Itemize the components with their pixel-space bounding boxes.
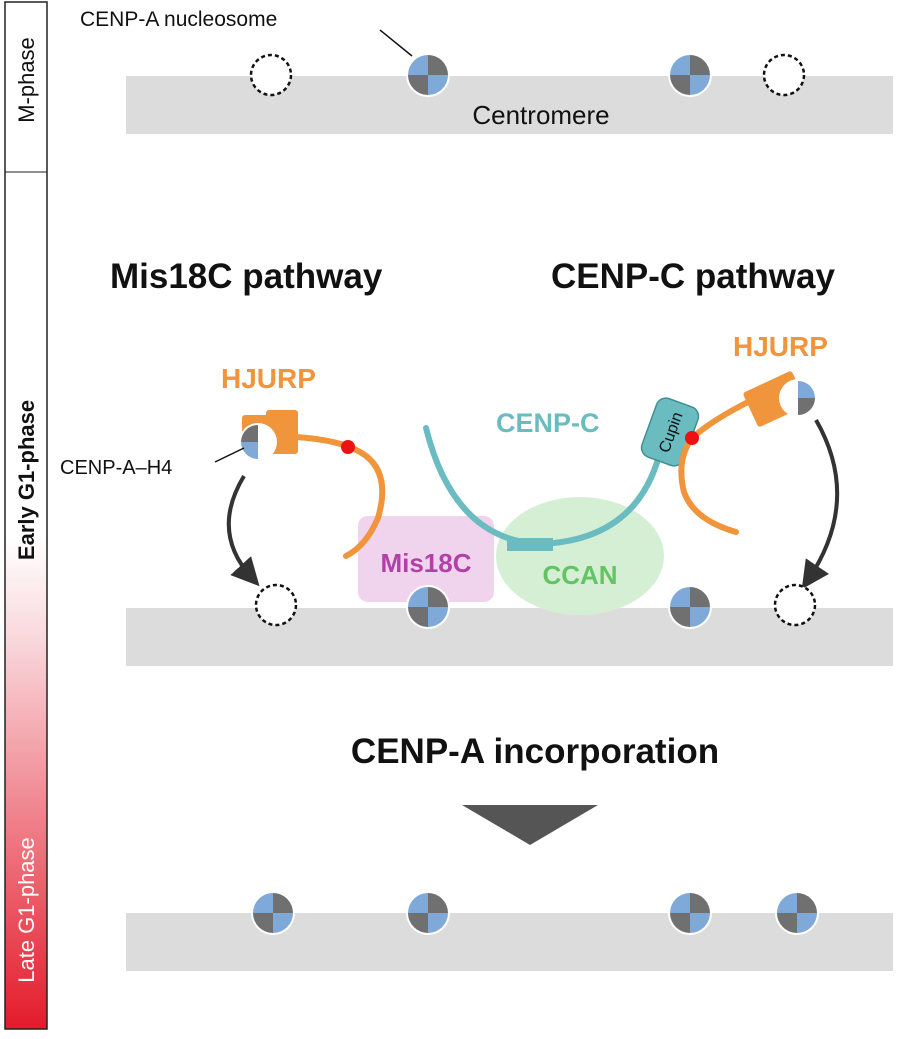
cenpc-ccan-binding-block bbox=[507, 538, 553, 551]
phase-label-late-g1: Late G1-phase bbox=[14, 837, 39, 983]
phase-label-m: M-phase bbox=[14, 37, 39, 123]
cenpc-label: CENP-C bbox=[496, 408, 600, 438]
phase-bar bbox=[4, 1, 48, 1030]
red-dot-right bbox=[685, 431, 699, 445]
arrow-right bbox=[801, 419, 840, 590]
phase-label-early-g1: Early G1-phase bbox=[14, 400, 39, 560]
cenpa-nucleosome-label: CENP-A nucleosome bbox=[80, 8, 277, 31]
cenpa-nucleosome bbox=[668, 585, 712, 629]
empty-slot bbox=[773, 583, 817, 627]
mis18c-pathway-title: Mis18C pathway bbox=[110, 257, 383, 296]
red-dot-left bbox=[341, 440, 355, 454]
ccan-ellipse bbox=[496, 497, 664, 615]
cenpa-h4-right bbox=[779, 379, 817, 417]
cenpa-nucleosome bbox=[406, 53, 450, 97]
ccan-label: CCAN bbox=[542, 560, 617, 590]
incorporation-title: CENP-A incorporation bbox=[351, 732, 719, 771]
nucleosome-leader-line bbox=[379, 29, 413, 57]
hjurp-left-label: HJURP bbox=[221, 363, 316, 394]
centromere-label: Centromere bbox=[472, 100, 609, 130]
cenpa-nucleosome bbox=[406, 891, 450, 935]
cenpa-h4-leader bbox=[214, 447, 245, 463]
centromere-bar-early bbox=[126, 608, 893, 666]
hjurp-right-label: HJURP bbox=[733, 331, 828, 362]
empty-slot bbox=[249, 53, 293, 97]
empty-slot bbox=[762, 53, 806, 97]
mis18c-box bbox=[358, 516, 494, 602]
empty-slot bbox=[254, 583, 298, 627]
hjurp-right-tail bbox=[678, 397, 755, 535]
cenpa-nucleosome bbox=[668, 53, 712, 97]
mis18c-label: Mis18C bbox=[380, 548, 471, 578]
hjurp-left-tail bbox=[293, 434, 386, 559]
cenpa-nucleosome bbox=[251, 891, 295, 935]
arrow-left bbox=[226, 474, 260, 587]
cenpa-nucleosome bbox=[406, 585, 450, 629]
cenpa-h4-left bbox=[239, 423, 277, 461]
cenpa-nucleosome bbox=[668, 891, 712, 935]
cenpc-pathway-title: CENP-C pathway bbox=[551, 257, 835, 296]
cenpa-h4-label: CENP-A–H4 bbox=[60, 457, 172, 479]
down-triangle bbox=[462, 805, 598, 845]
cenpa-nucleosome bbox=[775, 891, 819, 935]
